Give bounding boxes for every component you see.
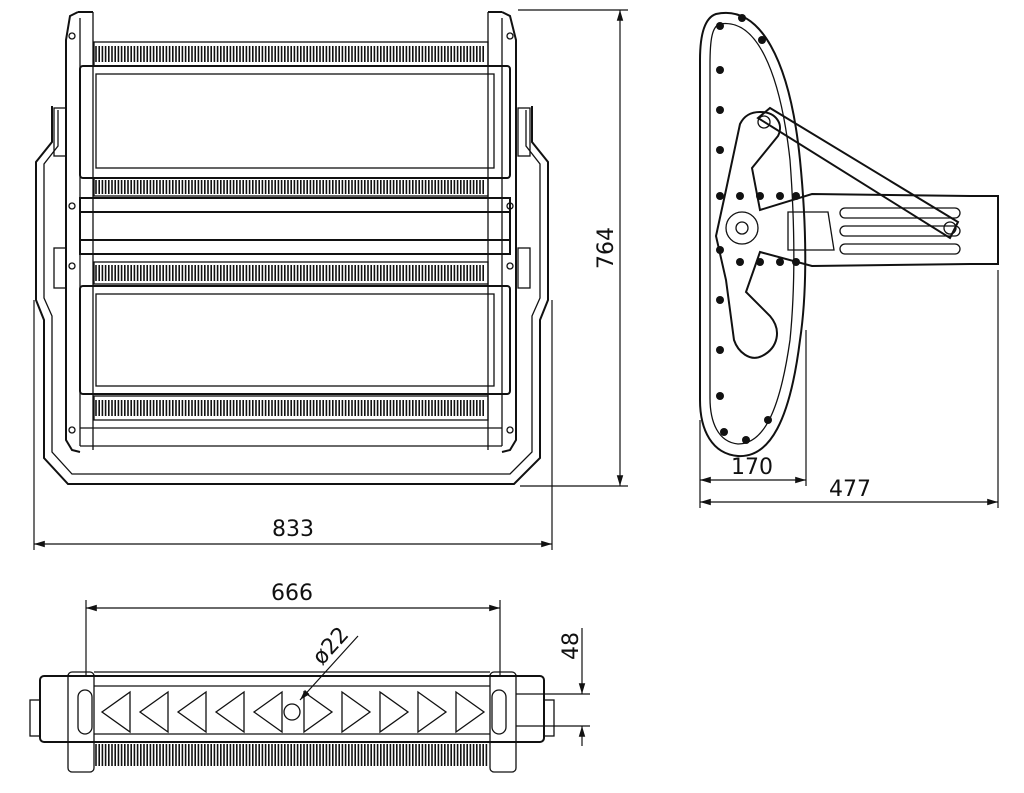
lens-triangle-left: [214, 690, 245, 734]
bolt: [716, 346, 724, 354]
lens-triangle-right: [303, 690, 334, 734]
heatsink-fins-bottom: [95, 400, 485, 416]
cable-gland: [283, 703, 301, 721]
side-total-label: 477: [829, 477, 871, 502]
lens-triangle-left: [176, 690, 207, 734]
lens-triangle-right: [379, 690, 410, 734]
dimension-bottom-width: 666: [85, 581, 501, 676]
bolt: [716, 192, 724, 200]
front-width-label: 833: [272, 517, 314, 542]
front-view: [35, 11, 549, 485]
bolt: [716, 22, 724, 30]
bolt: [792, 258, 800, 266]
dimension-side: 170 477: [699, 270, 999, 508]
lens-triangles: [100, 690, 486, 734]
bolt: [716, 146, 724, 154]
bolt: [738, 14, 746, 22]
bottom-width-label: 666: [271, 581, 313, 606]
dimension-bottom-thickness: 48: [516, 628, 590, 746]
bolt: [716, 392, 724, 400]
heatsink-fins-mid: [95, 180, 485, 194]
bolt: [716, 66, 724, 74]
bolt: [742, 436, 750, 444]
lens-triangle-left: [252, 690, 283, 734]
bolt: [736, 192, 744, 200]
lens-triangle-right: [341, 690, 372, 734]
dimension-front-height: 764: [518, 9, 628, 487]
heatsink-fins-mid-2: [95, 265, 485, 281]
lens-triangle-left: [138, 690, 169, 734]
lens-triangle-right: [455, 690, 486, 734]
bolt: [716, 106, 724, 114]
bolt: [720, 428, 728, 436]
bolt: [776, 192, 784, 200]
bolt: [716, 296, 724, 304]
heatsink-fins-top: [95, 46, 485, 62]
bottom-thickness-label: 48: [559, 632, 584, 660]
bolt: [736, 258, 744, 266]
bolt: [716, 246, 724, 254]
side-view: [699, 11, 999, 458]
dimension-diameter: ø22: [299, 622, 359, 701]
dimension-front-width: 833: [33, 300, 553, 550]
side-bolts: [716, 14, 800, 444]
bottom-heatsink-fins: [95, 744, 488, 766]
side-depth-label: 170: [731, 455, 773, 480]
bolt: [776, 258, 784, 266]
diameter-label: ø22: [308, 622, 354, 670]
bottom-view: [29, 671, 555, 773]
lens-triangle-right: [417, 690, 448, 734]
lens-triangle-left: [100, 690, 131, 734]
bolt: [764, 416, 772, 424]
bolt: [792, 192, 800, 200]
bolt: [756, 258, 764, 266]
bolt: [756, 192, 764, 200]
front-height-label: 764: [594, 227, 619, 269]
bolt: [758, 36, 766, 44]
